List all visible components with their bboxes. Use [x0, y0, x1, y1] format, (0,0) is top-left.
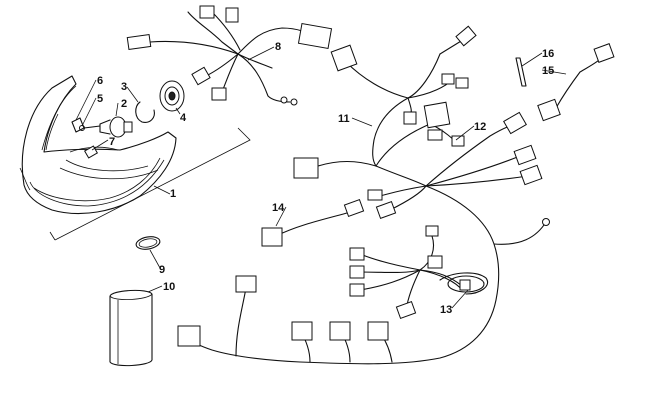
callout-5: 5 — [97, 93, 103, 105]
callout-2: 2 — [121, 98, 127, 110]
connector — [297, 22, 333, 50]
connector — [329, 321, 351, 341]
connector — [519, 164, 543, 186]
callout-13: 13 — [440, 304, 452, 316]
connector — [126, 33, 152, 51]
bulb-retainer — [135, 101, 155, 123]
connector — [349, 247, 365, 261]
callout-3: 3 — [121, 81, 127, 93]
connector — [593, 43, 615, 63]
connector — [441, 73, 455, 85]
screw — [79, 125, 101, 131]
connector — [235, 275, 257, 293]
connector — [513, 144, 537, 166]
connector — [403, 111, 417, 125]
connector — [199, 5, 215, 19]
callout-9: 9 — [159, 264, 165, 276]
main-wiring-harness — [177, 25, 550, 365]
connector — [459, 279, 471, 291]
connector — [343, 198, 365, 218]
callout-8: 8 — [275, 41, 281, 53]
headlight-harness — [126, 5, 333, 106]
connector — [455, 25, 477, 47]
protective-sleeve — [109, 289, 153, 367]
leader-lines — [75, 46, 567, 309]
callout-1: 1 — [170, 188, 176, 200]
connector — [349, 283, 365, 297]
connector — [293, 157, 319, 179]
connector — [290, 98, 298, 106]
connector — [177, 325, 201, 347]
callout-15: 15 — [542, 65, 554, 77]
connector — [225, 7, 239, 23]
callout-14: 14 — [272, 202, 285, 214]
connector — [455, 77, 469, 89]
relay — [451, 135, 465, 147]
connector — [427, 255, 443, 269]
connector — [537, 98, 561, 122]
connector — [211, 87, 227, 101]
connector — [261, 227, 283, 247]
connector — [191, 66, 211, 86]
callout-10: 10 — [163, 281, 175, 293]
connector — [425, 225, 439, 237]
relay-connector — [423, 101, 451, 129]
callout-11: 11 — [338, 113, 350, 125]
accessory-harness — [537, 43, 615, 122]
connector — [280, 96, 288, 104]
callout-12: 12 — [474, 121, 486, 133]
connector — [367, 321, 389, 341]
clip — [71, 117, 85, 133]
bulb-boot — [159, 80, 185, 112]
callout-labels: 1 2 3 4 5 6 7 8 9 10 11 12 13 14 15 16 — [97, 41, 554, 316]
headlight-bulb — [99, 116, 133, 138]
headlight-assembly — [19, 75, 251, 241]
sub-harness — [261, 198, 365, 247]
callout-6: 6 — [97, 75, 103, 87]
connector — [330, 44, 358, 72]
ground-terminal — [542, 218, 550, 226]
connector — [349, 265, 365, 279]
callout-7: 7 — [109, 136, 115, 148]
callout-16: 16 — [542, 48, 554, 60]
connector — [503, 111, 527, 135]
grommet-ring — [135, 236, 161, 250]
connector — [427, 129, 443, 141]
callout-4: 4 — [180, 112, 187, 124]
fuse — [515, 57, 527, 87]
connector — [395, 300, 417, 320]
connector — [367, 189, 383, 201]
connector — [375, 200, 397, 220]
connector — [291, 321, 313, 341]
